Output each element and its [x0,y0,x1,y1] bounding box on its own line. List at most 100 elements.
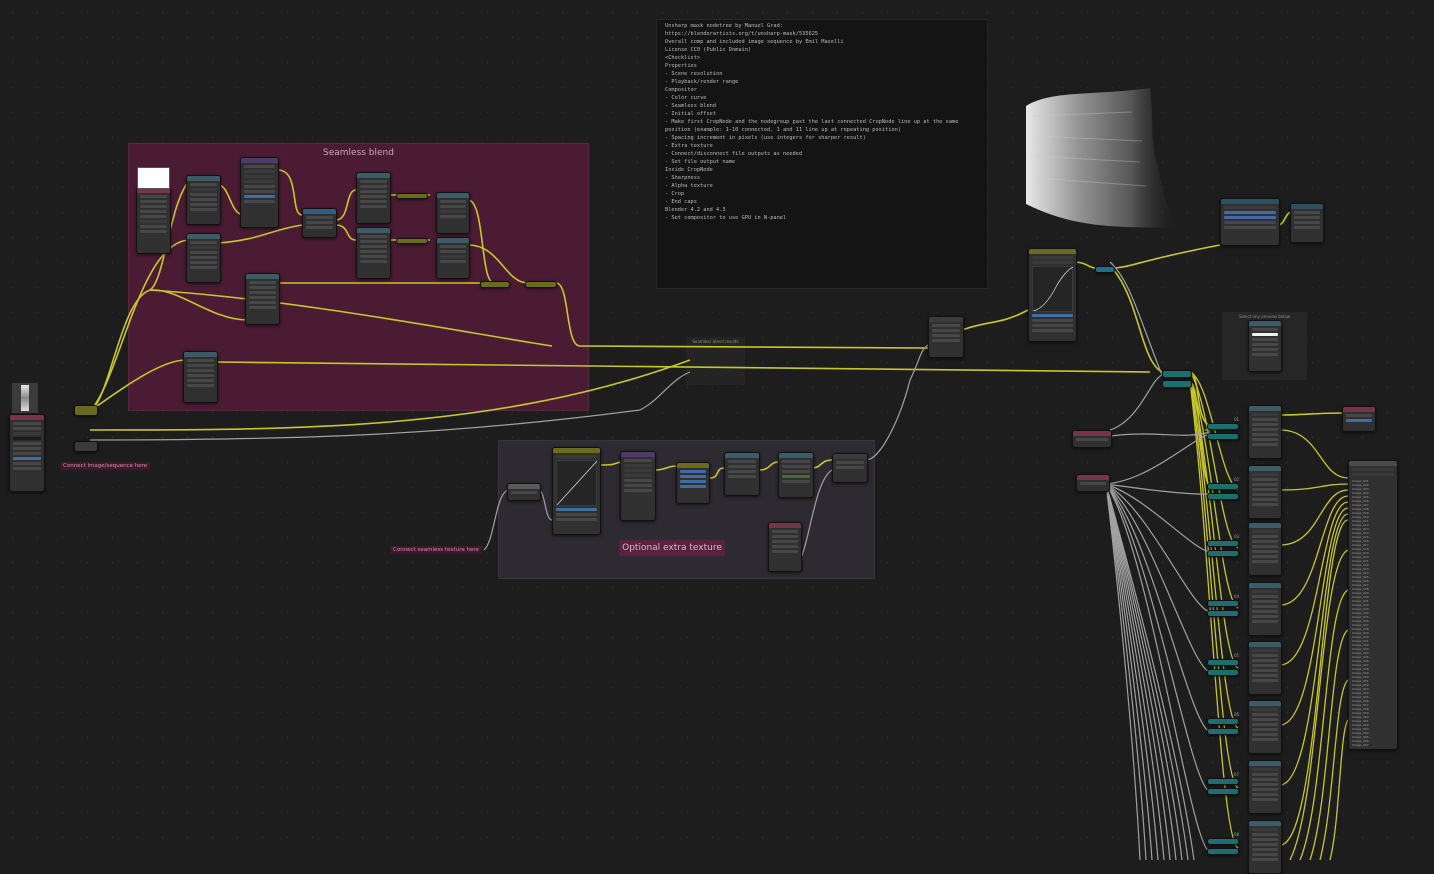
file-output-slot[interactable]: Image_015 [1352,535,1369,539]
file-output-slot[interactable]: Image_048 [1352,667,1369,671]
cropnode-translate-reroute[interactable] [1207,493,1239,500]
file-output-slot[interactable]: Image_022 [1352,563,1369,567]
cropnode-group[interactable] [1248,522,1282,576]
file-output-slot[interactable]: Image_051 [1352,679,1369,683]
file-output-slot[interactable]: Image_042 [1352,643,1369,647]
cropnode-translate-reroute[interactable] [1207,848,1239,855]
file-output-slot[interactable]: Image_034 [1352,611,1369,615]
transform-node-tex[interactable] [778,452,814,498]
crop-node-6[interactable] [183,351,218,403]
crop-node-1[interactable] [186,175,221,225]
file-output-slot[interactable]: Image_013 [1352,527,1369,531]
file-output-slot[interactable]: Image_053 [1352,687,1369,691]
cropnode-translate-reroute[interactable] [1207,778,1239,785]
file-output-slot[interactable]: Image_050 [1352,675,1369,679]
file-output-slot[interactable]: Image_038 [1352,627,1369,631]
crop-node-2[interactable] [186,233,221,283]
reroute-bar-2[interactable] [396,238,428,244]
file-output-slot[interactable]: Image_003 [1352,487,1369,491]
rgb-curves-node-tex[interactable] [552,447,601,535]
file-output-slot[interactable]: Image_064 [1352,731,1369,735]
file-output-slot[interactable]: Image_026 [1352,579,1369,583]
file-output-slot[interactable]: Image_032 [1352,603,1369,607]
mask-image-node[interactable] [136,187,171,254]
file-output-slot[interactable]: Image_007 [1352,503,1369,507]
file-output-slot[interactable]: Image_055 [1352,695,1369,699]
file-output-slot[interactable]: Image_049 [1352,671,1369,675]
alpha-over-node-tex[interactable] [832,453,868,483]
value-input-node-2[interactable] [1076,474,1110,492]
file-output-slot[interactable]: Image_043 [1352,647,1369,651]
file-output-slot[interactable]: Image_056 [1352,699,1369,703]
composite-node[interactable] [1290,203,1324,243]
file-output-slot[interactable]: Image_027 [1352,583,1369,587]
file-output-slot[interactable]: Image_024 [1352,571,1369,575]
file-output-slot[interactable]: Image_033 [1352,607,1369,611]
file-output-slot[interactable]: Image_061 [1352,719,1369,723]
cropnode-translate-reroute[interactable] [1207,600,1239,607]
cropnode-group[interactable] [1248,405,1282,459]
file-output-slot[interactable]: Image_019 [1352,551,1369,555]
file-output-slot[interactable]: Image_002 [1352,483,1369,487]
file-output-slot[interactable]: Image_017 [1352,543,1369,547]
cropnode-translate-reroute[interactable] [1207,540,1239,547]
file-output-slot[interactable]: Image_008 [1352,507,1369,511]
texture-input-node[interactable] [768,522,802,572]
viewer-node[interactable] [1220,198,1280,246]
image-input-node[interactable] [9,414,45,492]
file-output-slot[interactable]: Image_023 [1352,567,1369,571]
file-output-slot[interactable]: Image_037 [1352,623,1369,627]
cropnode-translate-reroute[interactable] [1207,669,1239,676]
rgb-curves-node-main[interactable] [1028,248,1077,342]
file-output-slot[interactable]: Image_011 [1352,519,1369,523]
file-output-slot[interactable]: Image_006 [1352,499,1369,503]
file-output-slot[interactable]: Image_044 [1352,651,1369,655]
cropnode-translate-reroute[interactable] [1207,483,1239,490]
file-output-slot[interactable]: Image_001 [1352,479,1369,483]
crop-node-3[interactable] [356,172,391,224]
file-output-slot[interactable]: Image_005 [1352,495,1369,499]
file-output-slot[interactable]: Image_057 [1352,703,1369,707]
translate-node-tex[interactable] [724,452,760,496]
file-output-slot[interactable]: Image_028 [1352,587,1369,591]
translate-reroute-2[interactable] [1162,380,1192,388]
file-output-slot[interactable]: Image_030 [1352,595,1369,599]
file-output-slot[interactable]: Image_060 [1352,715,1369,719]
file-output-slot[interactable]: Image_004 [1352,491,1369,495]
viewer-node-small[interactable] [1342,406,1376,432]
crop-node-5[interactable] [245,273,280,325]
file-output-slot[interactable]: Image_031 [1352,599,1369,603]
mix-node-tex[interactable] [620,451,656,521]
alpha-over-node-main[interactable] [928,316,964,358]
file-output-slot[interactable]: Image_065 [1352,735,1369,739]
alpha-over-node-3[interactable] [525,281,557,288]
file-output-slot[interactable]: Image_066 [1352,739,1369,743]
cropnode-translate-reroute[interactable] [1207,550,1239,557]
file-output-slot[interactable]: Image_009 [1352,511,1369,515]
file-output-slot[interactable]: Image_036 [1352,619,1369,623]
file-output-slot[interactable]: Image_018 [1352,547,1369,551]
cropnode-group[interactable] [1248,582,1282,636]
file-output-slot[interactable]: Image_021 [1352,559,1369,563]
cropnode-translate-reroute[interactable] [1207,659,1239,666]
file-output-slot[interactable]: Image_058 [1352,707,1369,711]
translate-node-1[interactable] [436,192,470,234]
cropnode-translate-reroute[interactable] [1207,728,1239,735]
color-ramp-node-tex[interactable] [676,462,710,504]
file-output-slot[interactable]: Image_062 [1352,723,1369,727]
file-output-slot[interactable]: Image_067 [1352,743,1369,747]
file-output-slot[interactable]: Image_047 [1352,663,1369,667]
alpha-over-node-2[interactable] [480,281,510,288]
cropnode-group[interactable] [1248,760,1282,814]
cropnode-translate-reroute[interactable] [1207,838,1239,845]
file-output-slot[interactable]: Image_035 [1352,615,1369,619]
file-output-slot[interactable]: Image_041 [1352,639,1369,643]
value-node[interactable] [507,483,541,501]
file-output-slot[interactable]: Image_063 [1352,727,1369,731]
reroute-node-a[interactable] [74,405,98,416]
cropnode-translate-reroute[interactable] [1207,610,1239,617]
file-output-slot[interactable]: Image_029 [1352,591,1369,595]
file-output-slot[interactable]: Image_054 [1352,691,1369,695]
alpha-over-node-1[interactable] [302,208,337,238]
